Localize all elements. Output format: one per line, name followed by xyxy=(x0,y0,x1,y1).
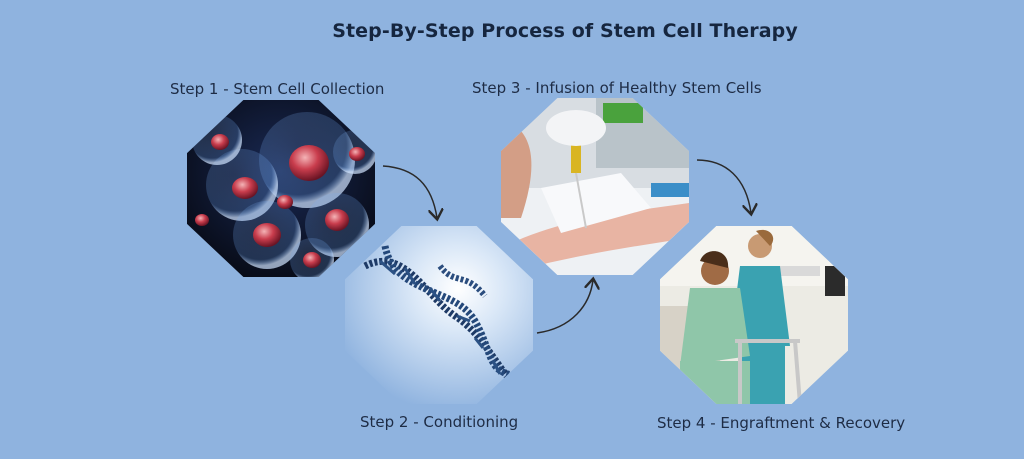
arrow-step1-to-step2 xyxy=(382,165,437,218)
arrow-step2-to-step3 xyxy=(536,280,593,334)
iv-infusion-image xyxy=(501,98,689,275)
arrow-step3-to-step4 xyxy=(696,159,751,213)
dna-helix-image xyxy=(345,226,533,404)
patient-recovery-image xyxy=(660,226,848,404)
step-2-label: Step 2 - Conditioning xyxy=(360,413,519,431)
step-1-label: Step 1 - Stem Cell Collection xyxy=(170,80,385,98)
page-title: Step-By-Step Process of Stem Cell Therap… xyxy=(332,20,798,42)
step-4-label: Step 4 - Engraftment & Recovery xyxy=(657,414,906,432)
step-3-label: Step 3 - Infusion of Healthy Stem Cells xyxy=(472,79,762,97)
stem-cells-image xyxy=(187,100,375,277)
